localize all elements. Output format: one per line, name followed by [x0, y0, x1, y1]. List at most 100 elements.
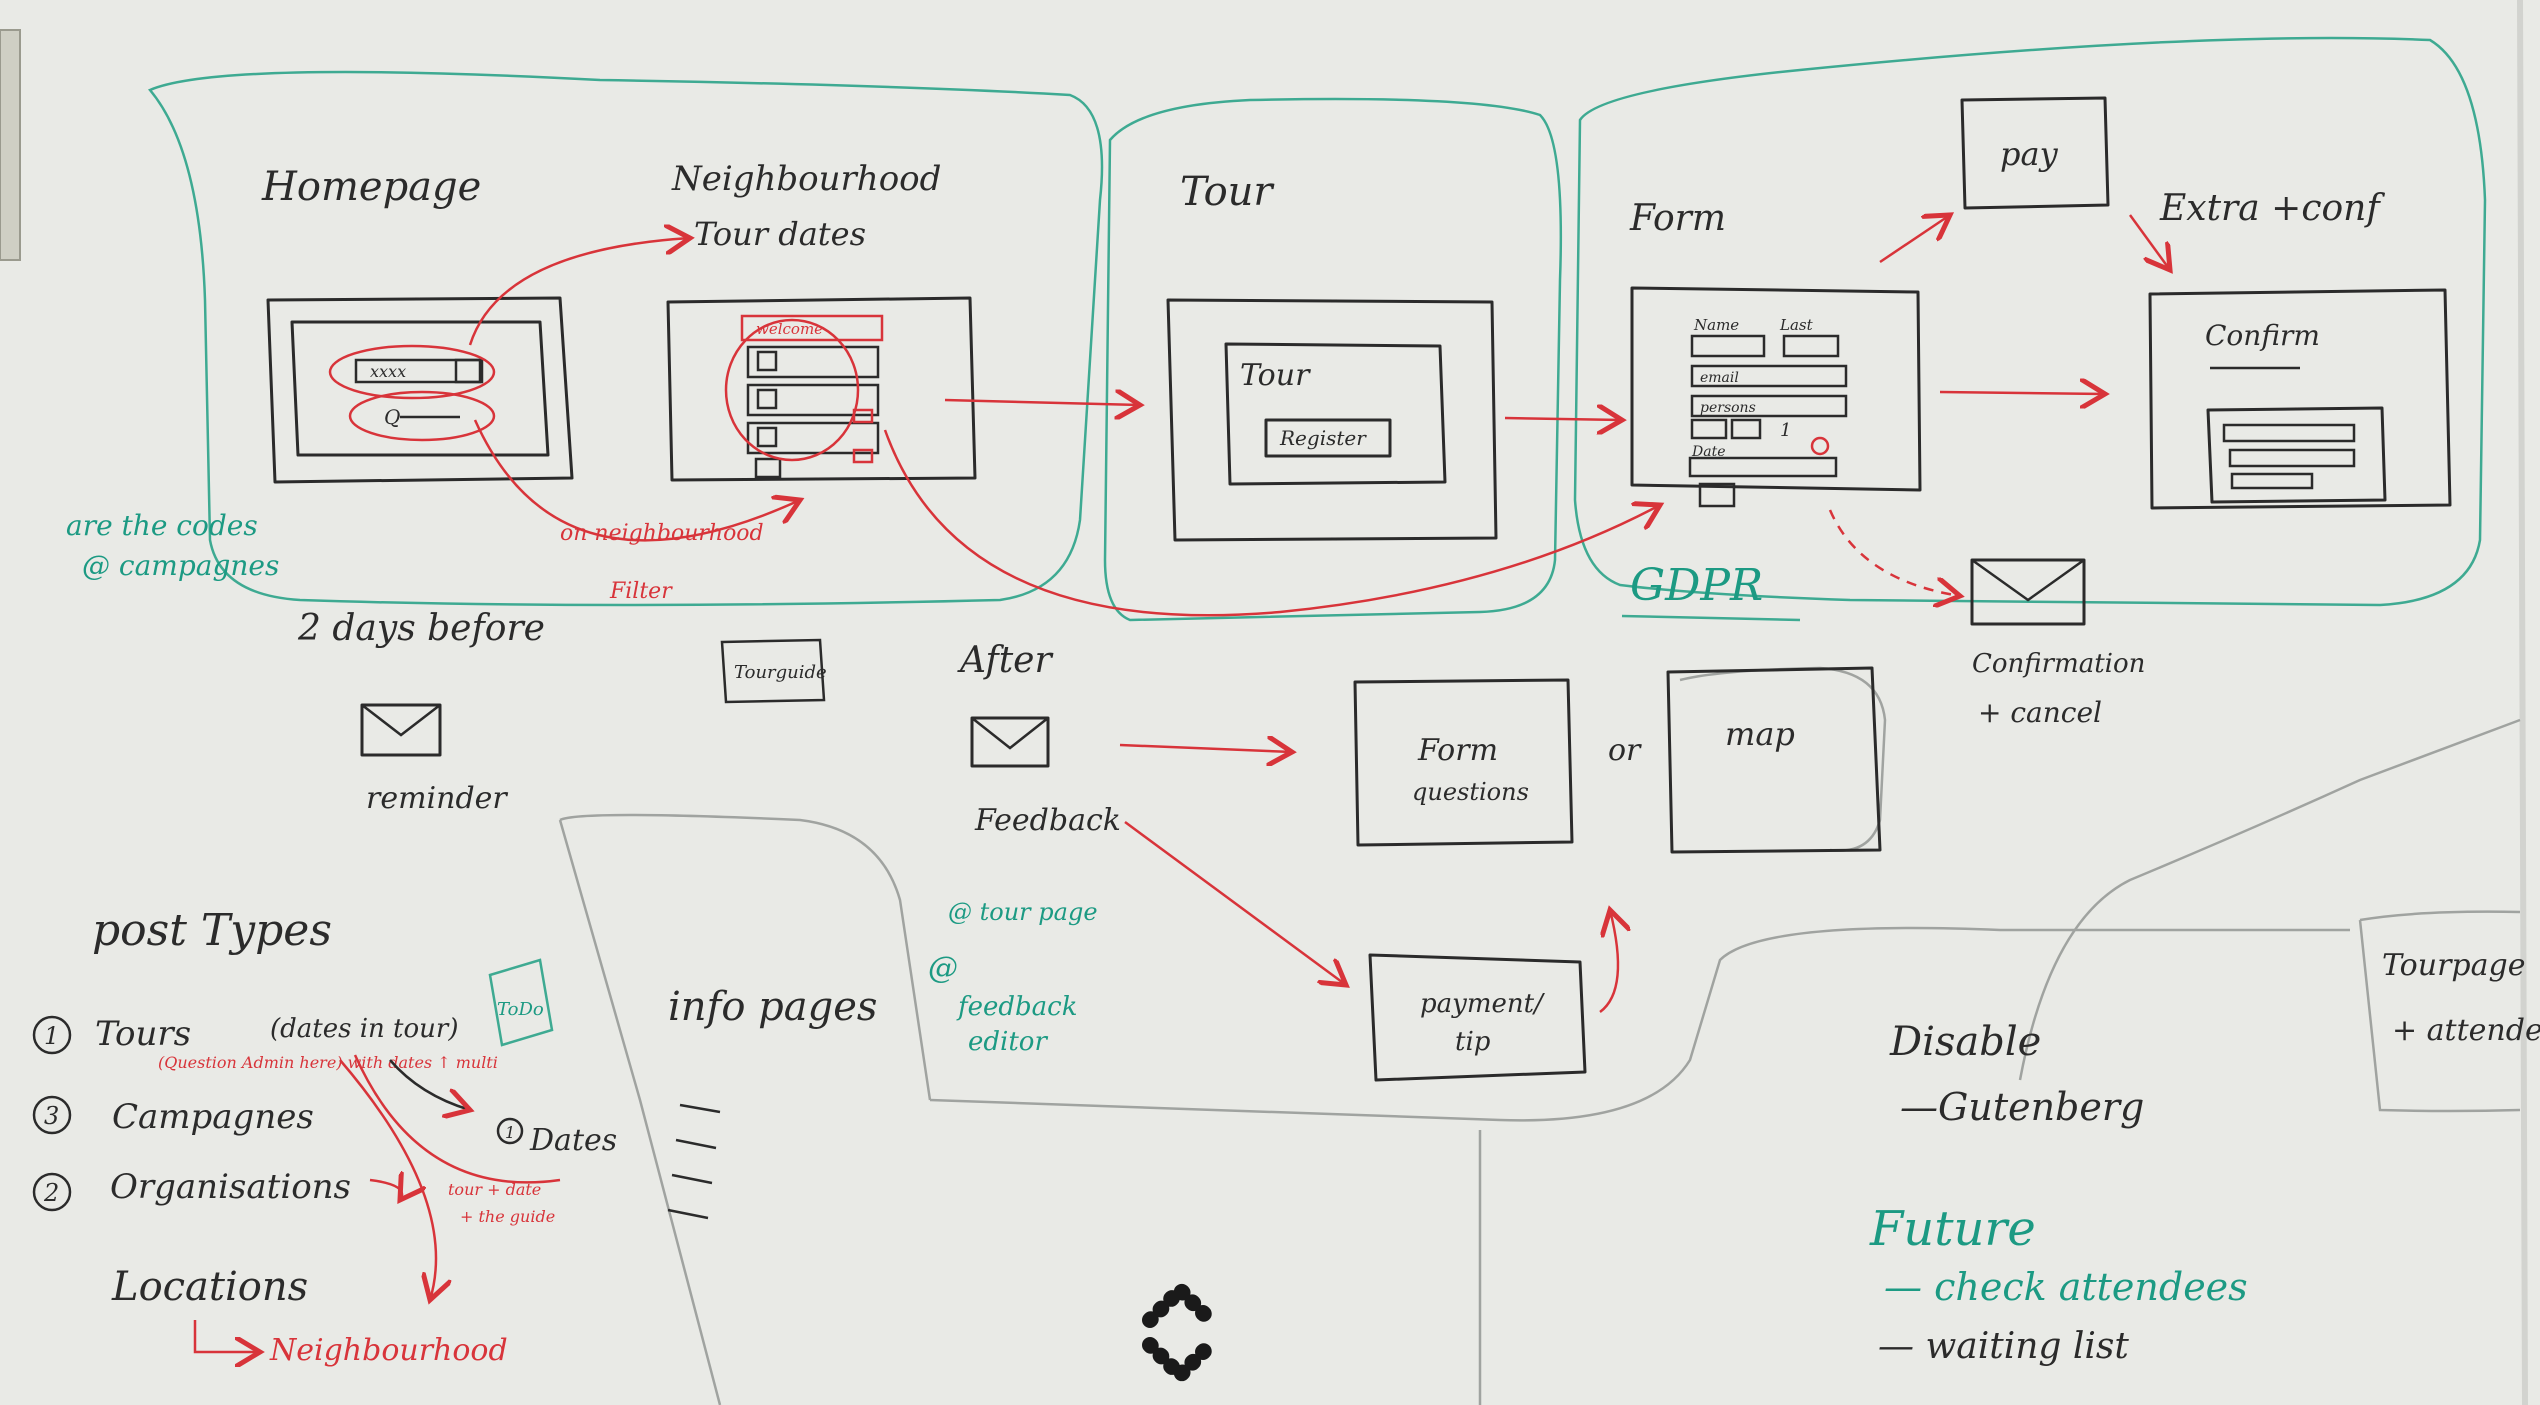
neighbourhood-title-line2: Tour dates — [694, 215, 866, 253]
magnet-chevrons-icon — [1142, 1278, 1218, 1387]
svg-text:2: 2 — [43, 1179, 59, 1207]
dates-label: Dates — [529, 1123, 617, 1158]
homepage-title: Homepage — [261, 164, 481, 210]
tour-title: Tour — [1180, 169, 1275, 215]
pay-label: pay — [2000, 135, 2059, 173]
homepage-screen: Homepage xxxx Q — [261, 164, 574, 484]
admin-note: (Question Admin here) with dates ↑ multi — [158, 1053, 498, 1072]
svg-text:Tourpage: Tourpage — [2382, 948, 2525, 983]
after-label: After — [957, 640, 1053, 681]
svg-text:Name: Name — [1693, 316, 1739, 334]
after-feedback: After Feedback — [957, 640, 1121, 838]
svg-text:Date: Date — [1691, 444, 1725, 460]
confirm-label: Confirm — [2205, 319, 2320, 352]
svg-text:map: map — [1725, 715, 1795, 753]
confirmation-line1: Confirmation — [1972, 649, 2145, 679]
svg-text:editor: editor — [968, 1027, 1048, 1057]
welcome-bar — [740, 314, 884, 342]
svg-text:Last: Last — [1779, 316, 1814, 334]
svg-text:1: 1 — [44, 1022, 59, 1050]
svg-text:Tours: Tours — [95, 1014, 191, 1054]
confirmation-envelope-icon — [1970, 558, 2086, 626]
confirmation-line2: + cancel — [1978, 696, 2102, 729]
svg-text:tour + date: tour + date — [448, 1180, 541, 1199]
number-circle — [32, 1015, 72, 1055]
svg-text:— waiting list: — waiting list — [1878, 1326, 2129, 1367]
svg-text:Campagnes: Campagnes — [112, 1097, 314, 1137]
neighbourhood-title-line1: Neighbourhood — [671, 159, 941, 199]
before-label: 2 days before — [297, 608, 545, 649]
svg-text:Locations: Locations — [111, 1264, 308, 1310]
form-screen: Form Name Last email persons 1 Date — [1629, 198, 1922, 508]
homepage-input-red-circle — [328, 344, 496, 400]
tourguide-note: Tourguide — [720, 638, 827, 704]
future-note: Future — check attendees — waiting list — [1869, 1201, 2248, 1367]
svg-text:(dates in tour): (dates in tour) — [270, 1014, 458, 1044]
svg-text:—Gutenberg: —Gutenberg — [1900, 1085, 2144, 1129]
svg-text:persons: persons — [1700, 400, 1756, 416]
register-button-sketch — [1264, 418, 1392, 458]
svg-text:Tourguide: Tourguide — [734, 662, 827, 683]
tour-list-red-circle — [724, 318, 860, 462]
svg-text:info pages: info pages — [668, 984, 877, 1030]
feedback-label: Feedback — [974, 803, 1121, 838]
search-icon: Q — [384, 405, 400, 429]
svg-text:Disable: Disable — [1889, 1019, 2041, 1065]
svg-text:ToDo: ToDo — [497, 999, 544, 1020]
post-types-list: post Types 1 Tours (dates in tour) (Ques… — [32, 905, 617, 1368]
svg-text:feedback: feedback — [956, 992, 1078, 1022]
svg-text:3: 3 — [44, 1102, 59, 1130]
todo-tag — [488, 958, 554, 1047]
svg-text:+ attendees: + attendees — [2392, 1013, 2540, 1048]
svg-text:Form: Form — [1417, 733, 1498, 768]
svg-text:email: email — [1700, 370, 1739, 386]
svg-text:payment/: payment/ — [1420, 989, 1545, 1019]
svg-text:1: 1 — [1780, 420, 1791, 441]
gdpr-note: GDPR — [1621, 560, 1801, 622]
reminder-label: reminder — [366, 781, 508, 816]
svg-text:@ tour page: @ tour page — [948, 898, 1098, 926]
pay-step: pay — [1960, 96, 2110, 210]
info-pages-note: info pages — [667, 984, 877, 1220]
codes-note-line2: @ campagnes — [82, 549, 279, 582]
svg-text:Future: Future — [1869, 1201, 2036, 1257]
reminder-envelope-icon — [360, 703, 442, 757]
filter-note-line1: on neighbourhood — [560, 521, 764, 546]
svg-text:@: @ — [928, 951, 958, 986]
svg-text:1: 1 — [505, 1123, 515, 1142]
flow-arrows — [468, 215, 2170, 1014]
svg-text:Register: Register — [1279, 426, 1367, 450]
extra-conf-screen: Extra +conf Confirm — [2148, 188, 2452, 510]
confirmation-email: Confirmation + cancel — [1970, 558, 2145, 729]
tour-screen: Tour Tour Register — [1166, 169, 1498, 542]
board-edge-bracket — [0, 29, 21, 261]
grey-section-outlines — [558, 666, 2521, 1405]
neighbourhood-label: Neighbourhood — [269, 1333, 508, 1368]
svg-text:tip: tip — [1455, 1027, 1491, 1057]
svg-text:+ the guide: + the guide — [460, 1207, 555, 1226]
feedback-editor-note: @ tour page @ feedback editor — [928, 898, 1098, 1057]
svg-text:xxxx: xxxx — [370, 362, 406, 381]
filter-note-line2: Filter — [609, 579, 673, 604]
tourpage-attendees-note: Tourpage + attendees — [2382, 948, 2540, 1048]
reminder-email: 2 days before reminder — [297, 608, 545, 816]
svg-text:Organisations: Organisations — [110, 1167, 351, 1207]
form-title: Form — [1629, 198, 1726, 239]
extra-conf-title: Extra +conf — [2159, 188, 2385, 229]
svg-text:GDPR: GDPR — [1630, 560, 1763, 611]
or-label: or — [1608, 733, 1642, 768]
green-group-outlines — [147, 36, 2487, 622]
svg-text:questions: questions — [1412, 778, 1529, 806]
form-questions-box: Form questions — [1353, 678, 1574, 847]
svg-text:— check attendees: — check attendees — [1884, 1265, 2248, 1309]
svg-text:welcome: welcome — [756, 320, 823, 338]
feedback-envelope-icon — [970, 716, 1050, 768]
map-box: map — [1666, 666, 1882, 854]
disable-note: Disable —Gutenberg — [1889, 1019, 2144, 1129]
codes-note-line1: are the codes — [66, 509, 258, 542]
tour-card-title: Tour — [1240, 358, 1311, 393]
neighbourhood-screen: Neighbourhood Tour dates welcome — [666, 159, 977, 482]
homepage-search-red-circle — [348, 390, 496, 442]
